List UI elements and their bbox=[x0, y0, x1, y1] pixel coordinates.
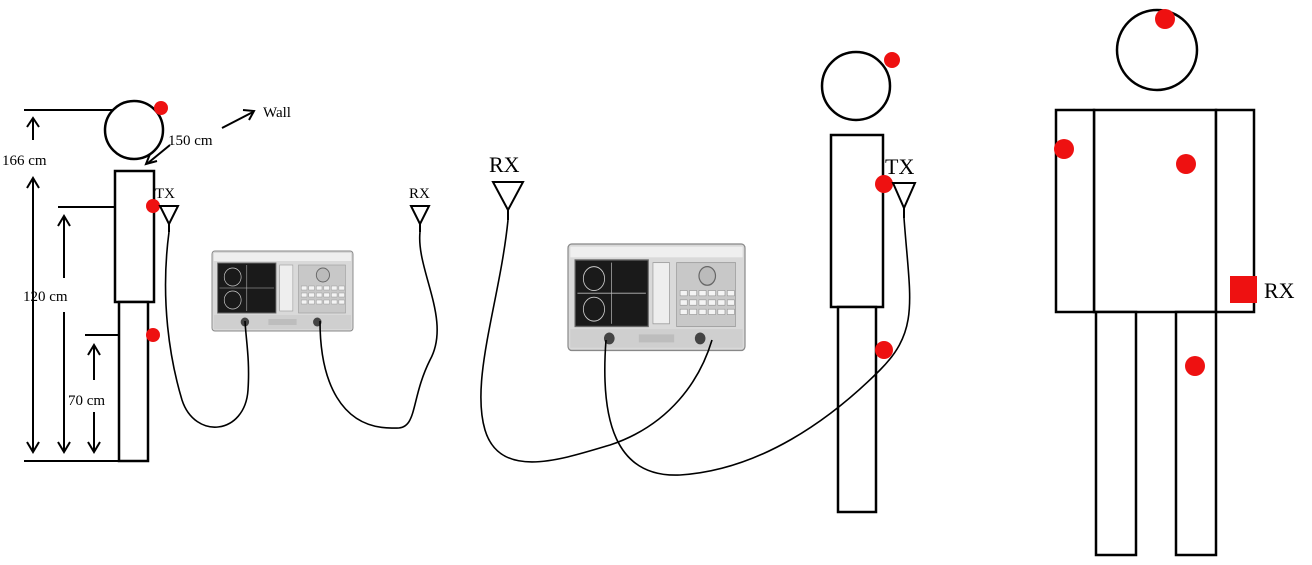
marker-head-2 bbox=[884, 52, 900, 68]
tx-antenna-icon bbox=[158, 205, 180, 232]
wall-label: Wall bbox=[263, 105, 291, 121]
marker-front-head bbox=[1155, 9, 1175, 29]
network-analyzer-large-icon bbox=[567, 243, 746, 352]
rx-wrist-marker bbox=[1230, 276, 1257, 303]
person-2-legs bbox=[836, 305, 878, 514]
marker-front-arm bbox=[1054, 139, 1074, 159]
scene-1-side-view: 166 cm 120 cm 70 cm 150 cm Wall TX RX bbox=[2, 99, 438, 463]
height-chest-label: 120 cm bbox=[23, 289, 68, 305]
marker-chest-2 bbox=[875, 175, 893, 193]
person-1-torso bbox=[113, 169, 156, 304]
wall-arrow bbox=[221, 111, 254, 129]
person-3-head bbox=[1115, 8, 1199, 92]
scene2-rx-antenna-icon bbox=[491, 181, 525, 220]
scene-2-side-view: RX TX bbox=[480, 50, 917, 514]
scene-3-front-view: RX bbox=[1054, 8, 1295, 557]
person-3-left-leg bbox=[1094, 310, 1138, 557]
person-1-head bbox=[103, 99, 165, 161]
scene2-rx-cable bbox=[480, 219, 713, 463]
distance-arrow bbox=[147, 144, 171, 164]
front-rx-label: RX bbox=[1264, 278, 1295, 303]
rx-cable bbox=[319, 231, 438, 429]
height-waist-label: 70 cm bbox=[68, 393, 105, 409]
scene1-tx-label: TX bbox=[155, 186, 175, 202]
person-3-torso bbox=[1092, 108, 1218, 314]
scene1-rx-label: RX bbox=[409, 186, 430, 202]
marker-waist-2 bbox=[875, 341, 893, 359]
height-total-label: 166 cm bbox=[2, 153, 47, 169]
scene2-rx-label: RX bbox=[489, 152, 520, 177]
marker-head bbox=[154, 101, 168, 115]
rx-antenna-icon bbox=[409, 205, 431, 232]
distance-label: 150 cm bbox=[168, 133, 213, 149]
person-3-right-leg bbox=[1174, 310, 1218, 557]
scene2-tx-cable bbox=[603, 217, 911, 476]
marker-waist bbox=[146, 328, 160, 342]
network-analyzer-icon bbox=[211, 250, 354, 332]
person-2-head bbox=[820, 50, 892, 122]
marker-front-thigh bbox=[1185, 356, 1205, 376]
scene2-tx-antenna-icon bbox=[891, 182, 917, 218]
tx-cable bbox=[164, 231, 250, 428]
person-1-legs bbox=[117, 300, 150, 463]
scene2-tx-label: TX bbox=[885, 154, 914, 179]
dimension-lines bbox=[24, 109, 146, 462]
marker-front-chest bbox=[1176, 154, 1196, 174]
person-2-torso bbox=[829, 133, 885, 309]
marker-chest bbox=[146, 199, 160, 213]
